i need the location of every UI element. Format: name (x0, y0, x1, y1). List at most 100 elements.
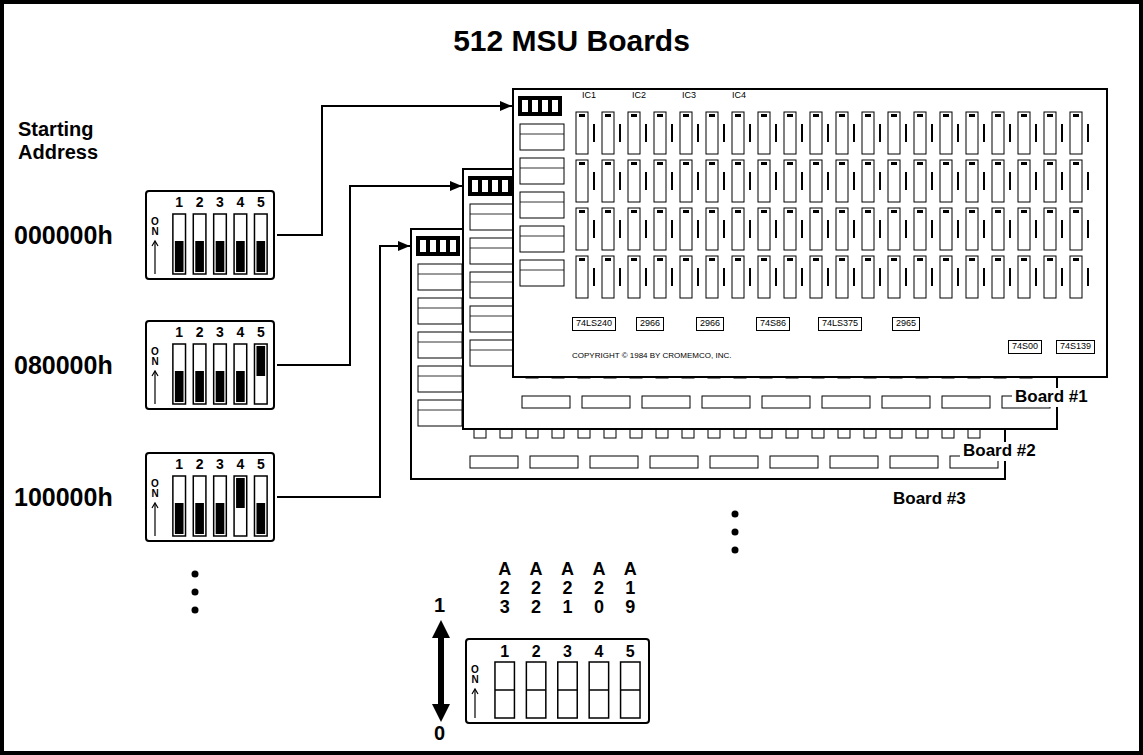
memory-chip (836, 256, 848, 298)
board-component (418, 332, 462, 358)
capacitor (931, 220, 933, 238)
capacitor (673, 264, 675, 282)
on-arrow (154, 504, 155, 536)
ic-label: IC4 (732, 91, 746, 101)
logic-chip (762, 396, 810, 408)
capacitor (1061, 220, 1063, 238)
capacitor (1011, 204, 1013, 222)
chip-notch (477, 302, 483, 305)
logic-chip (770, 456, 818, 468)
capacitor (907, 300, 909, 318)
memory-chip (994, 240, 1006, 282)
memory-chip (628, 256, 640, 298)
switch-slot (254, 214, 267, 274)
capacitor (673, 312, 675, 330)
memory-board: Board #1 (512, 88, 1108, 378)
chip-notch (477, 398, 483, 401)
capacitor (959, 204, 961, 222)
chip-notch (683, 258, 689, 261)
chip-notch (815, 302, 821, 305)
capacitor (829, 360, 831, 378)
chip-notch (969, 162, 975, 165)
capacitor (881, 264, 883, 282)
capacitor (933, 360, 935, 378)
switch-number: 4 (230, 325, 250, 340)
memory-chip (576, 112, 588, 154)
capacitor (1061, 124, 1063, 142)
component-detail (418, 308, 462, 309)
capacitor (621, 204, 623, 222)
capacitor (829, 408, 831, 426)
board-dip-slot (472, 180, 478, 192)
memory-chip (1020, 192, 1032, 234)
chip-notch (971, 242, 977, 245)
capacitor (621, 408, 623, 426)
capacitor (595, 300, 597, 318)
memory-chip (786, 336, 798, 378)
board-dip-slot (552, 100, 558, 112)
logic-chip (710, 456, 758, 468)
capacitor (673, 360, 675, 378)
chip-notch (787, 114, 793, 117)
chip-notch (605, 210, 611, 213)
capacitor (829, 264, 831, 282)
chip-notch (995, 114, 1001, 117)
capacitor (957, 124, 959, 142)
memory-chip (1020, 288, 1032, 330)
switch-slot (526, 662, 545, 718)
chip-notch (841, 194, 847, 197)
chip-notch (633, 302, 639, 305)
chip-notch (867, 254, 873, 257)
chip-notch (867, 302, 873, 305)
chip-notch (813, 210, 819, 213)
capacitor (801, 268, 803, 286)
memory-chip (992, 160, 1004, 202)
memory-chip (602, 160, 614, 202)
memory-chip (760, 252, 772, 294)
capacitor (517, 408, 519, 426)
capacitor (1035, 172, 1037, 190)
chip-notch (709, 114, 715, 117)
capacitor (645, 268, 647, 286)
chip-notch (841, 302, 847, 305)
chip-notch (841, 290, 847, 293)
capacitor (697, 220, 699, 238)
memory-chip (1044, 208, 1056, 250)
component-detail (520, 270, 564, 271)
memory-chip (526, 192, 538, 234)
capacitor (491, 360, 493, 378)
chip-notch (893, 254, 899, 257)
memory-chip (628, 112, 640, 154)
chip-notch (1073, 114, 1079, 117)
chip-notch (529, 350, 535, 353)
component-detail (470, 350, 514, 351)
capacitor (1087, 124, 1089, 142)
memory-chip (526, 336, 538, 378)
chip-notch (839, 162, 845, 165)
memory-chip (758, 112, 770, 154)
capacitor (647, 264, 649, 282)
capacitor (985, 264, 987, 282)
memory-chip (812, 240, 824, 282)
memory-chip (682, 396, 694, 438)
capacitor (985, 252, 987, 270)
memory-chip (628, 160, 640, 202)
bit-value: 0 (434, 722, 445, 744)
chip-notch (555, 290, 561, 293)
memory-chip (656, 192, 668, 234)
capacitor (491, 408, 493, 426)
memory-chip (526, 396, 538, 438)
chip-notch (763, 242, 769, 245)
memory-chip (916, 396, 928, 438)
component-detail (418, 376, 462, 377)
switch-toggle (236, 478, 245, 508)
capacitor (777, 360, 779, 378)
chip-notch (945, 242, 951, 245)
chip-notch (685, 398, 691, 401)
chip-notch (815, 290, 821, 293)
capacitor (645, 172, 647, 190)
chip-notch (867, 350, 873, 353)
memory-chip (1070, 160, 1082, 202)
chip-notch (787, 210, 793, 213)
switch-toggle (216, 241, 225, 272)
